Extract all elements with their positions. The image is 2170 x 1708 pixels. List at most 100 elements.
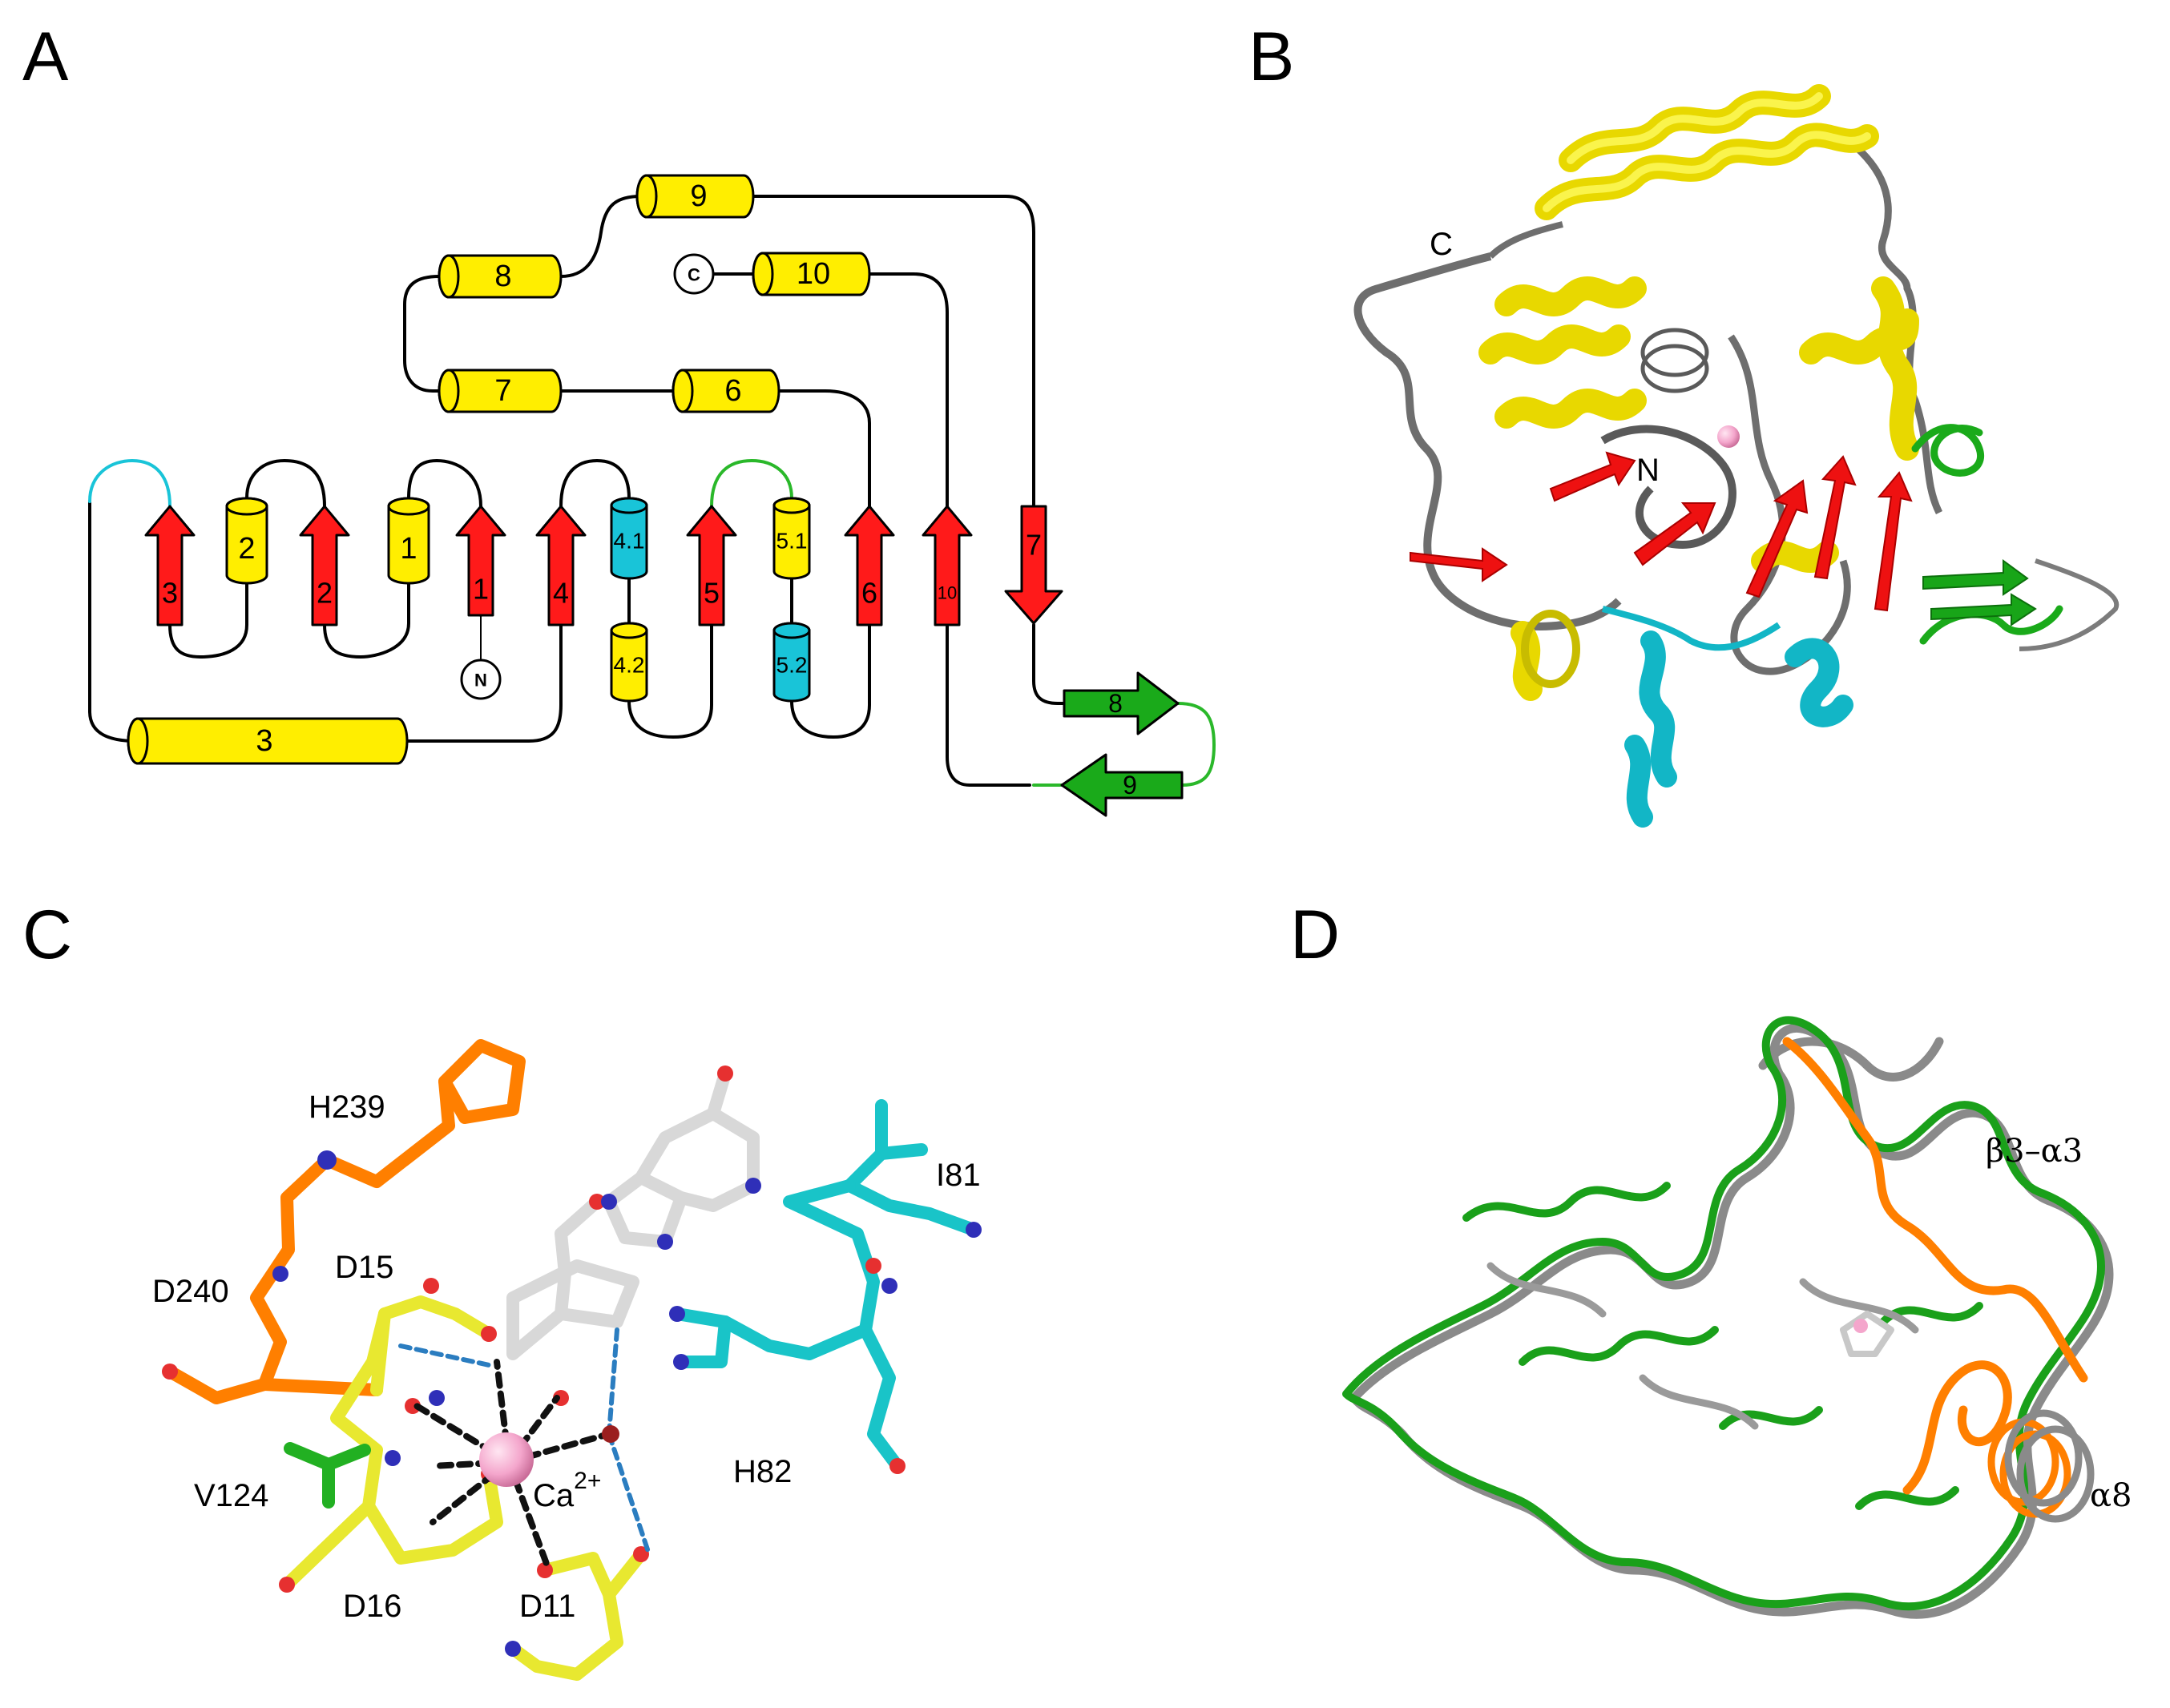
strand-5-label: 5: [704, 577, 720, 610]
loop-s2-h2: [245, 459, 326, 508]
topology-connectors: [88, 195, 1066, 787]
coil-far-right: [2019, 558, 2120, 651]
h82-n-atom: [881, 1278, 897, 1294]
d16-branch: [280, 1500, 375, 1591]
strand-ribbon-4: [1745, 479, 1809, 598]
d16-o-atom: [279, 1577, 295, 1593]
helix-9-label: 9: [690, 179, 707, 213]
n-terminus: N: [460, 614, 502, 700]
c-term-label-b: C: [1430, 227, 1453, 262]
loop-green-s8-s9: [1176, 702, 1216, 787]
i81-o-atom: [865, 1258, 881, 1274]
ribose-o-atom: [589, 1194, 605, 1210]
strand-4: [535, 505, 587, 626]
c-terminus: C: [673, 253, 715, 295]
label-d16: D16: [343, 1589, 401, 1624]
helix-1: [387, 497, 430, 585]
helix-highlight-2: [1543, 131, 1871, 212]
h239-ring: [438, 1039, 526, 1124]
hbond-1: [398, 1343, 495, 1368]
strand-8-label: 8: [1108, 689, 1123, 718]
loop-s3-h3: [88, 500, 138, 743]
base-n-atom-2: [657, 1234, 673, 1250]
orange-loop-a8: [1902, 1360, 2012, 1495]
cyan-helix-3: [1624, 735, 1653, 828]
strand-1-label: 1: [473, 573, 489, 606]
gray-helix-coil-2: [2016, 1425, 2095, 1523]
superposition-tube: β3–α3 α8: [1342, 1016, 2132, 1619]
loop-h9-s7: [752, 195, 1035, 508]
n-term-label-b: N: [1636, 453, 1660, 488]
loop-s9-s10: [946, 575, 1031, 787]
d11-o-atom: [537, 1562, 553, 1578]
label-d240: D240: [152, 1274, 229, 1309]
d11-branch: [603, 1548, 647, 1601]
helix-2-label: 2: [238, 532, 255, 566]
strand-5: [686, 505, 737, 626]
helix-4-2: [610, 622, 648, 703]
d15-o-atom-2: [481, 1326, 497, 1342]
loop-h2-s3: [168, 575, 248, 659]
n-terminus-label: N: [474, 671, 487, 691]
d240-o-atom: [162, 1364, 178, 1380]
helix-ribbon-7: [1871, 276, 1919, 461]
d11-n-atom: [505, 1641, 521, 1657]
label-d11: D11: [519, 1589, 575, 1624]
imidazole-ring: [603, 1171, 688, 1248]
helix-8-label: 8: [494, 260, 511, 293]
base-n-atom-3: [745, 1178, 761, 1194]
calcium-ion-b: [1717, 425, 1740, 448]
helix-highlight-1: [1567, 92, 1823, 164]
helix-3-label: 3: [256, 724, 272, 758]
h82-chain: [671, 1307, 872, 1368]
panel-label-b: B: [1248, 18, 1294, 95]
strand-ribbon-6: [1874, 471, 1913, 612]
active-site-sticks: H239 D15 D240 V124 D16 D11 I81 H82 Ca2+: [152, 1039, 982, 1681]
loop-s10-h10: [868, 272, 949, 508]
c-terminus-label: C: [688, 265, 700, 285]
loop-h8-h9: [559, 195, 643, 278]
i81-n-atom: [966, 1222, 982, 1238]
loop-h52-s6: [790, 575, 871, 739]
helix-5-1-label: 5.1: [776, 529, 808, 554]
gray-helix-coil-1: [2004, 1409, 2083, 1507]
d11-o-atom-2: [633, 1546, 649, 1562]
helix-5-2: [772, 622, 811, 703]
strand-ribbon-3: [1633, 502, 1716, 566]
label-h239: H239: [309, 1090, 385, 1125]
cyan-loop: [1602, 606, 1781, 651]
strand-ribbon-1: [1410, 547, 1508, 582]
strand-2-label: 2: [317, 577, 333, 610]
d15-o-atom-3: [405, 1398, 421, 1414]
label-i81: I81: [936, 1158, 981, 1193]
helix-8: [438, 254, 563, 299]
helix-ribbon-4: [1478, 324, 1631, 365]
helix-coil-bottom-left: [1521, 610, 1580, 688]
i81-backbone: [783, 1179, 904, 1472]
green-loop-2: [1919, 605, 2063, 645]
panel-label-d: D: [1290, 896, 1340, 973]
model-trace: [1342, 1016, 2105, 1611]
green-loop-1: [1911, 424, 1985, 477]
loop-s7-s8: [1032, 623, 1066, 705]
helix-7: [438, 369, 563, 413]
cyan-helix-1: [1639, 630, 1677, 788]
reference-inner-loops: [1486, 1262, 1919, 1430]
helix-4-1: [610, 497, 648, 580]
strand-ribbon-5: [1813, 455, 1857, 580]
label-d15: D15: [335, 1250, 393, 1285]
loop-h3-s4: [405, 575, 563, 743]
helix-turn-2: [1640, 344, 1709, 393]
base-n-atom-1: [601, 1194, 617, 1210]
panel-label-c: C: [22, 896, 72, 973]
topology-diagram: 3 2 1 4 5 6 10 7 8 9: [88, 174, 1216, 817]
helix-2: [225, 497, 268, 585]
h82-ring-n-2: [673, 1354, 689, 1370]
loop-s4-h41: [559, 459, 631, 508]
loop-green-s5-h51: [710, 459, 793, 508]
d11-chain: [506, 1552, 623, 1681]
coil-central: [1600, 425, 1736, 550]
loop-h7-h8: [403, 275, 441, 393]
pyrimidine-ring: [635, 1107, 760, 1212]
strand-4-label: 4: [553, 577, 569, 610]
